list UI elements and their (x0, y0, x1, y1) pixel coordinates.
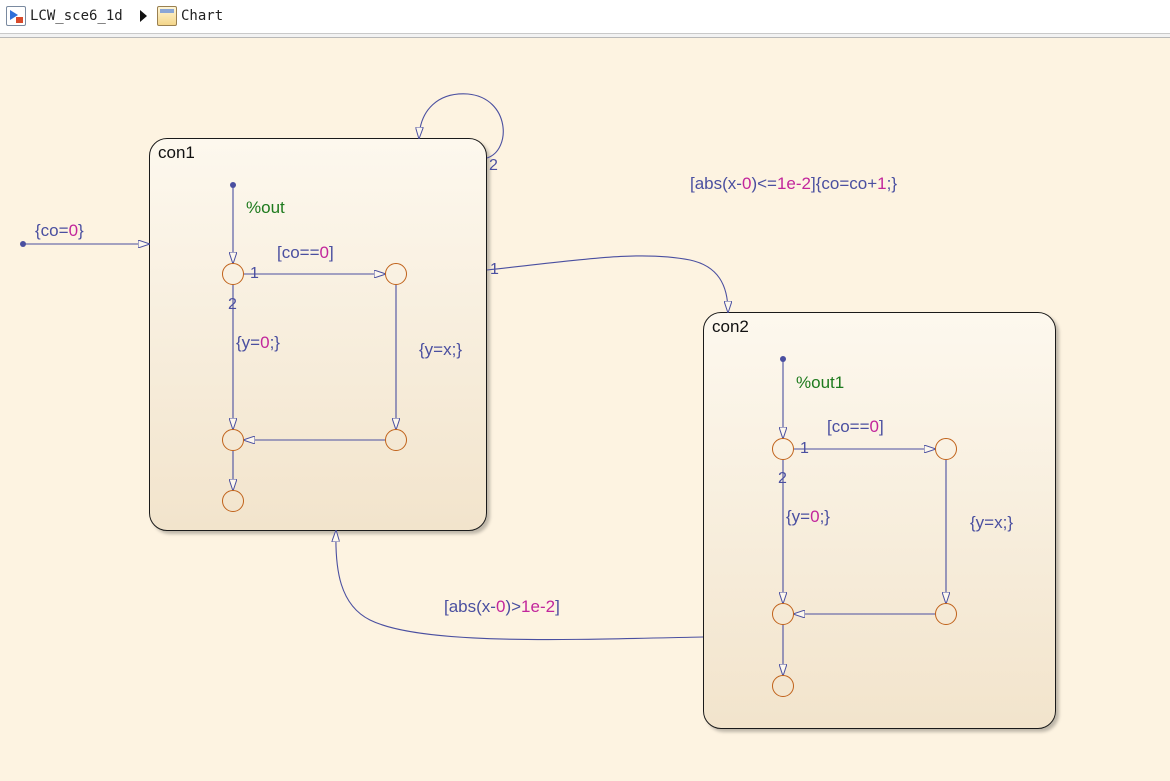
con1-comment: %out (246, 198, 285, 217)
con2-order-2: 2 (778, 470, 787, 487)
breadcrumb-separator-icon (140, 10, 147, 22)
con1-condition-label[interactable]: [co==0] (277, 243, 334, 263)
label-part: ] (879, 417, 884, 436)
self-loop-order: 2 (489, 157, 498, 174)
state-con2-name: con2 (712, 317, 749, 336)
simulink-model-icon (6, 6, 26, 26)
label-part: {y= (786, 507, 811, 526)
con2-junction-top-right[interactable] (935, 438, 957, 460)
label-number: 0 (869, 417, 880, 436)
label-number: 0 (260, 333, 270, 352)
con2-junction-bottom-right[interactable] (935, 603, 957, 625)
label-number: 1 (877, 174, 887, 193)
con1-order-2: 2 (228, 296, 237, 313)
con1-junction-top-left[interactable] (222, 263, 244, 285)
to-con2-order: 1 (490, 261, 499, 278)
transition-con1-to-con2-label[interactable]: [abs(x-0)<=1e-2]{co=co+1;} (690, 174, 897, 194)
con2-junction-terminal[interactable] (772, 675, 794, 697)
label-number: 1e-2 (521, 597, 556, 616)
con1-junction-bottom-left[interactable] (222, 429, 244, 451)
breadcrumb-chart[interactable]: Chart (157, 5, 223, 27)
label-part: ] (555, 597, 560, 616)
con2-condition-label[interactable]: [co==0] (827, 417, 884, 437)
label-number: 0 (495, 597, 506, 616)
label-number: 0 (319, 243, 330, 262)
con1-junction-terminal[interactable] (222, 490, 244, 512)
label-part: ;} (269, 333, 280, 352)
breadcrumb-model[interactable]: LCW_sce6_1d (6, 5, 123, 27)
self-loop-con1[interactable] (419, 93, 504, 159)
breadcrumb-model-label: LCW_sce6_1d (30, 8, 123, 24)
con1-order-1: 1 (250, 265, 259, 282)
con2-action-yx[interactable]: {y=x;} (970, 513, 1014, 532)
default-transition-label[interactable]: {co=0} (35, 221, 84, 241)
breadcrumb: LCW_sce6_1d Chart (0, 0, 1170, 34)
label-number: 0 (68, 221, 79, 240)
label-part: ] (329, 243, 334, 262)
label-part: {co= (35, 221, 69, 240)
con1-junction-bottom-right[interactable] (385, 429, 407, 451)
label-part: [abs(x- (690, 174, 742, 193)
state-con2[interactable]: con2 (703, 312, 1056, 729)
label-number: 0 (810, 507, 820, 526)
transition-con1-to-con2[interactable] (486, 255, 728, 312)
state-con1-name: con1 (158, 143, 195, 162)
transition-con2-to-con1[interactable] (336, 531, 704, 641)
label-number: 0 (741, 174, 752, 193)
con2-junction-bottom-left[interactable] (772, 603, 794, 625)
label-part: [abs(x- (444, 597, 496, 616)
label-part: } (78, 221, 84, 240)
label-number: 1e-2 (776, 174, 811, 193)
con2-order-1: 1 (800, 440, 809, 457)
breadcrumb-chart-label: Chart (181, 8, 224, 24)
label-part: )<= (751, 174, 777, 193)
stateflow-chart-icon (157, 6, 177, 26)
con2-junction-top-left[interactable] (772, 438, 794, 460)
con2-comment: %out1 (796, 373, 845, 392)
label-part: {y= (236, 333, 261, 352)
con1-action-yx[interactable]: {y=x;} (419, 340, 463, 359)
label-part: [co== (827, 417, 870, 436)
label-part: [co== (277, 243, 320, 262)
label-part: )> (505, 597, 522, 616)
con1-junction-top-right[interactable] (385, 263, 407, 285)
state-con1[interactable]: con1 (149, 138, 487, 531)
breadcrumb-divider (0, 34, 1170, 38)
transition-con2-to-con1-label[interactable]: [abs(x-0)>1e-2] (444, 597, 560, 617)
label-part: ;} (819, 507, 830, 526)
label-part: ;} (886, 174, 898, 193)
con1-action-y0[interactable]: {y=0;} (236, 333, 280, 353)
con2-action-y0[interactable]: {y=0;} (786, 507, 830, 527)
label-part: ]{co=co+ (811, 174, 878, 193)
